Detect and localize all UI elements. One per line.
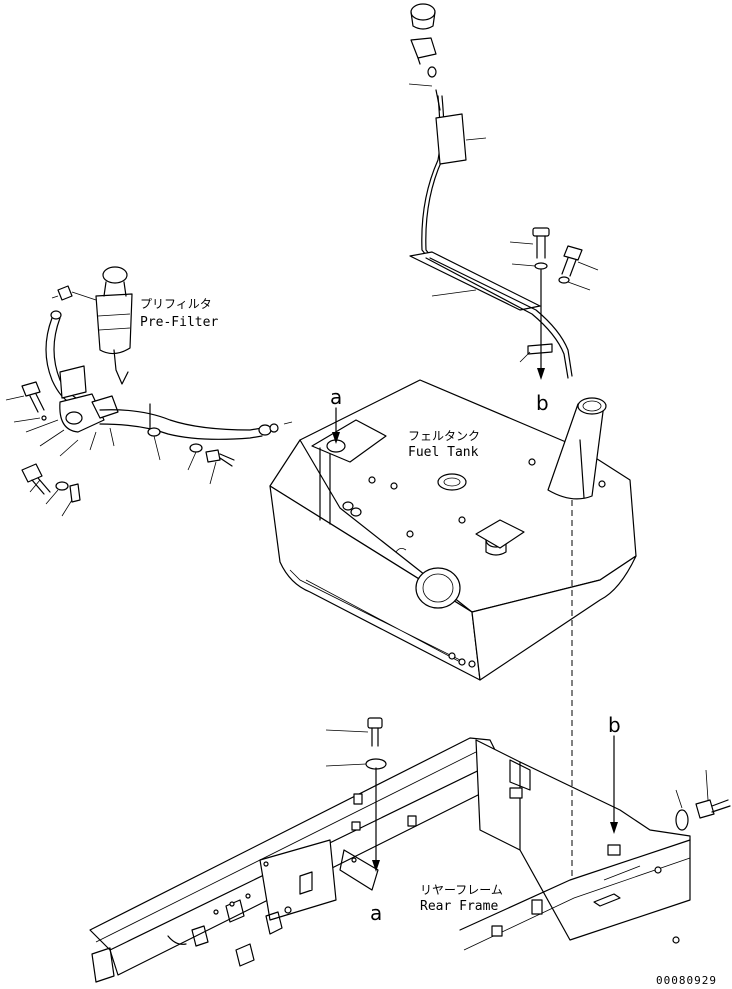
fuel-tank xyxy=(269,379,637,880)
drawing-number: 00080929 xyxy=(656,974,717,987)
sensor-cable-assembly xyxy=(408,3,599,380)
prefilter-assembly xyxy=(5,266,293,517)
ref-b-top: b xyxy=(536,391,549,415)
prefilter-label-en: Pre-Filter xyxy=(140,315,218,330)
ref-a-bottom: a xyxy=(370,901,382,925)
rearframe-label-en: Rear Frame xyxy=(420,899,498,914)
rearframe-label-jp: リヤーフレーム xyxy=(420,883,503,897)
fueltank-label-jp: フェルタンク xyxy=(408,429,480,443)
ref-a-top: a xyxy=(330,385,342,409)
ref-b-bottom: b xyxy=(608,713,621,737)
rear-frame xyxy=(89,717,731,983)
fueltank-label-en: Fuel Tank xyxy=(408,445,479,460)
prefilter-label-jp: プリフィルタ xyxy=(140,297,212,311)
